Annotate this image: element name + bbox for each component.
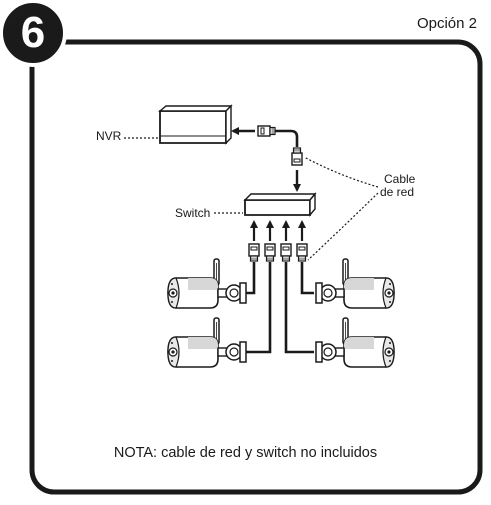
cable-label-line1: Cable [384, 172, 416, 186]
network-cable [275, 129, 299, 147]
frame-border [29, 39, 483, 495]
bullet-camera-icon [167, 258, 247, 309]
bullet-camera-icon [315, 258, 395, 309]
bullet-camera-icon [315, 317, 395, 368]
step-number: 6 [20, 8, 46, 57]
switch-device-icon [243, 192, 317, 217]
nvr-device-icon [158, 104, 233, 145]
ethernet-connector-icon [257, 125, 276, 137]
switch-label: Switch [175, 206, 211, 220]
ethernet-connector-icon [264, 243, 276, 262]
ethernet-connector-icon [296, 243, 308, 262]
cable-leader-lines [303, 156, 379, 261]
ethernet-connector-icon [280, 243, 292, 262]
ethernet-connector-icon [248, 243, 260, 262]
arrow-icon [250, 220, 306, 241]
network-cable [238, 262, 314, 354]
note-text: NOTA: cable de red y switch no incluidos [113, 445, 378, 461]
nvr-label: NVR [96, 129, 122, 143]
cable-label-line2: de red [380, 185, 415, 199]
ethernet-connector-icon [291, 147, 303, 166]
bullet-camera-icon [167, 317, 247, 368]
option-label: Opción 2 [416, 15, 477, 32]
step-badge [0, 0, 67, 67]
